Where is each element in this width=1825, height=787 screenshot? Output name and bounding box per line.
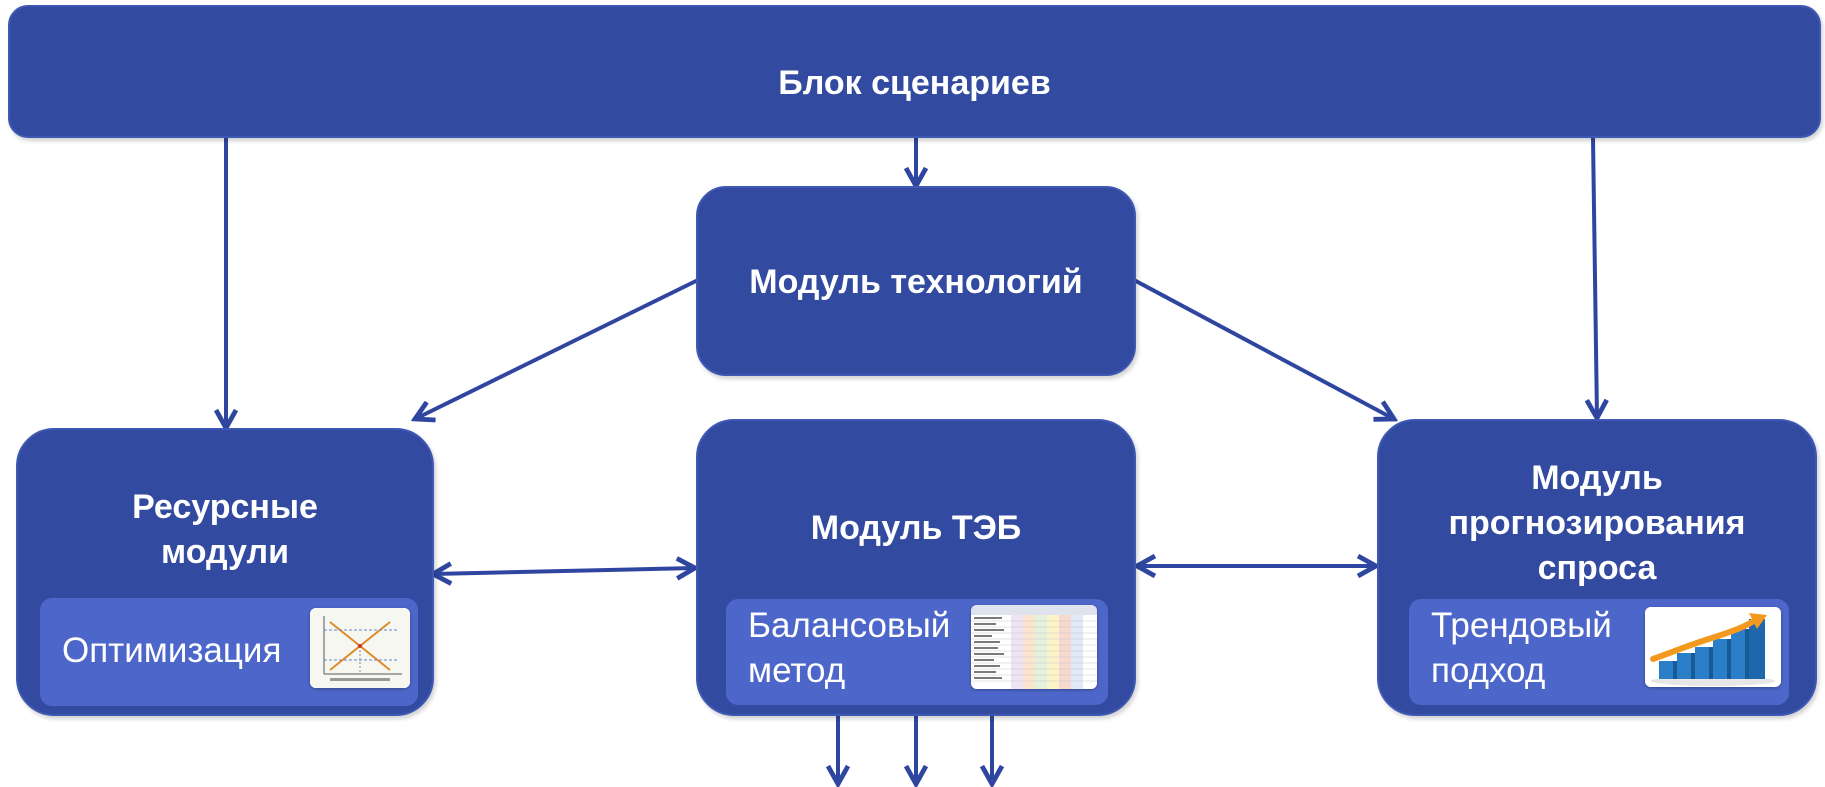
trend-approach-panel: Трендовый подход: [1409, 599, 1789, 705]
trend-approach-label-line1: Трендовый: [1431, 606, 1612, 645]
supply-demand-chart-icon: [310, 608, 410, 688]
arrow-scenario-to-demand: [1593, 137, 1597, 418]
arrow-resource-teb: [433, 568, 695, 574]
scenario-block: Блок сценариев: [8, 5, 1821, 138]
demand-forecast-module: Модуль прогнозирования спроса Трендовый …: [1377, 419, 1817, 716]
balance-method-label-line1: Балансовый: [748, 606, 951, 645]
demand-forecast-title-line3: спроса: [1537, 549, 1657, 587]
arrow-tech-to-demand: [1133, 278, 1394, 419]
optimization-label: Оптимизация: [62, 631, 282, 670]
technology-module: Модуль технологий: [696, 186, 1136, 376]
resource-modules: Ресурсные модули Оптимизация: [16, 428, 434, 716]
balance-method-panel: Балансовый метод: [726, 599, 1108, 705]
resource-modules-title-line2: модули: [161, 533, 289, 571]
spreadsheet-table-icon: [971, 605, 1097, 689]
resource-modules-title-line1: Ресурсные: [132, 488, 318, 526]
technology-module-title: Модуль технологий: [749, 263, 1083, 301]
scenario-block-title: Блок сценариев: [778, 64, 1051, 102]
teb-module-title: Модуль ТЭБ: [810, 509, 1022, 547]
balance-method-label-line2: метод: [748, 651, 846, 690]
trend-approach-label-line2: подход: [1431, 651, 1546, 690]
optimization-panel: Оптимизация: [40, 598, 418, 706]
demand-forecast-title-line2: прогнозирования: [1448, 504, 1746, 542]
arrow-tech-to-resource: [415, 278, 699, 419]
teb-module: Модуль ТЭБ Балансовый метод: [696, 419, 1136, 716]
growth-bar-chart-icon: [1645, 607, 1781, 687]
demand-forecast-title-line1: Модуль: [1531, 459, 1663, 497]
